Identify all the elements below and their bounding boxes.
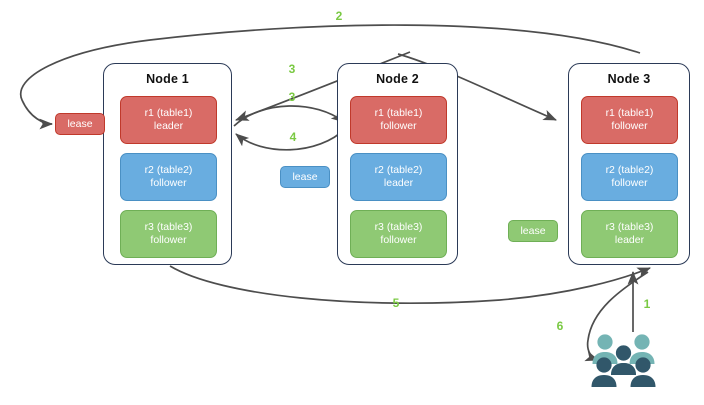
replica-role: follower [150, 177, 187, 189]
replica-role: follower [611, 120, 648, 132]
replica-r1-node3[interactable]: r1 (table1) follower [581, 96, 678, 144]
replica-name: r1 (table1) [374, 107, 423, 119]
replica-name: r3 (table3) [605, 221, 654, 233]
step-label-3-b: 3 [288, 90, 296, 104]
replica-r1-node1[interactable]: r1 (table1) leader [120, 96, 217, 144]
replica-r2-node1[interactable]: r2 (table2) follower [120, 153, 217, 201]
replica-role: leader [383, 177, 414, 189]
replica-role: follower [380, 120, 417, 132]
replica-name: r3 (table3) [374, 221, 423, 233]
replica-name: r1 (table1) [605, 107, 654, 119]
replica-r1-node2[interactable]: r1 (table1) follower [350, 96, 447, 144]
replica-name: r1 (table1) [144, 107, 193, 119]
lease-badge-r3[interactable]: lease [508, 220, 558, 242]
step-label-2: 2 [335, 9, 343, 23]
lease-badge-r2[interactable]: lease [280, 166, 330, 188]
replica-r3-node1[interactable]: r3 (table3) follower [120, 210, 217, 258]
step-label-5: 5 [392, 296, 400, 310]
replica-role: leader [614, 234, 645, 246]
replica-name: r2 (table2) [605, 164, 654, 176]
replica-r2-node3[interactable]: r2 (table2) follower [581, 153, 678, 201]
replica-role: follower [150, 234, 187, 246]
node-box-2[interactable]: Node 2 r1 (table1) follower r2 (table2) … [337, 63, 458, 265]
node-box-3[interactable]: Node 3 r1 (table1) follower r2 (table2) … [568, 63, 690, 265]
step-label-6: 6 [556, 319, 564, 333]
people-group-icon [591, 334, 656, 387]
node-box-1[interactable]: Node 1 r1 (table1) leader r2 (table2) fo… [103, 63, 232, 265]
lease-badge-r1[interactable]: lease [55, 113, 105, 135]
arrow-step-5 [169, 265, 651, 305]
step-label-4: 4 [289, 130, 297, 144]
replica-r3-node2[interactable]: r3 (table3) follower [350, 210, 447, 258]
replica-name: r2 (table2) [144, 164, 193, 176]
node-title: Node 3 [607, 72, 651, 86]
replica-role: follower [611, 177, 648, 189]
replica-r2-node2[interactable]: r2 (table2) leader [350, 153, 447, 201]
replica-name: r2 (table2) [374, 164, 423, 176]
node-title: Node 2 [376, 72, 419, 86]
node-title: Node 1 [146, 72, 189, 86]
replica-r3-node3[interactable]: r3 (table3) leader [581, 210, 678, 258]
replica-name: r3 (table3) [144, 221, 193, 233]
replica-role: follower [380, 234, 417, 246]
arrow-step-3-node1-to-node2 [233, 105, 345, 127]
step-label-1: 1 [643, 297, 651, 311]
step-label-3-a: 3 [288, 62, 296, 76]
replica-role: leader [153, 120, 184, 132]
